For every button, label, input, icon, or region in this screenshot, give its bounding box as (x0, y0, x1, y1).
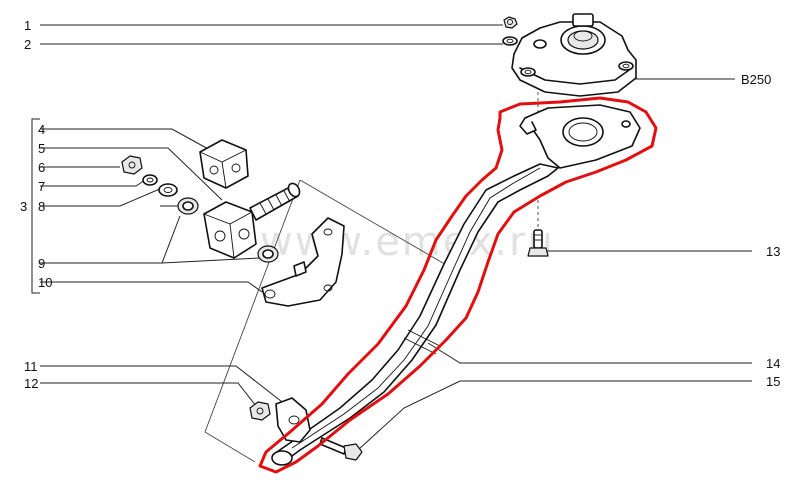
bolt-part-15 (319, 437, 363, 461)
callout-6: 6 (38, 160, 45, 175)
callout-8: 8 (38, 199, 45, 214)
leader-lines (40, 24, 752, 451)
nut-part-12 (249, 401, 271, 421)
callout-10: 10 (38, 275, 52, 290)
callout-9: 9 (38, 256, 45, 271)
red-highlight-outline (258, 96, 658, 474)
fork-part-5 (203, 182, 301, 259)
callout-1: 1 (24, 18, 31, 33)
callout-12: 12 (24, 376, 38, 391)
callout-4: 4 (38, 122, 45, 137)
bracket-part-10 (261, 217, 345, 307)
callout-b250: B250 (741, 72, 771, 87)
callout-2: 2 (24, 37, 31, 52)
washer-part-7 (142, 174, 158, 186)
callout-13: 13 (766, 244, 780, 259)
callout-14: 14 (766, 356, 780, 371)
nut-part-6 (121, 155, 143, 175)
washer-part-8 (158, 183, 199, 215)
callout-7: 7 (38, 179, 45, 194)
bushing-part-9 (257, 245, 279, 263)
callout-5: 5 (38, 141, 45, 156)
selector-mount-b250 (511, 13, 637, 97)
block-part-4 (199, 139, 249, 189)
callout-15: 15 (766, 374, 780, 389)
bolt-part-13 (527, 229, 549, 257)
callout-11: 11 (24, 359, 38, 374)
gearshift-tube (271, 104, 641, 466)
group-3-bracket (31, 118, 40, 294)
nut-part-1 (503, 16, 518, 29)
callout-3: 3 (20, 199, 27, 214)
washer-part-2 (502, 36, 518, 46)
callout-labels: 1 2 3 4 5 6 7 8 9 10 11 12 13 14 15 B250 (20, 18, 780, 391)
